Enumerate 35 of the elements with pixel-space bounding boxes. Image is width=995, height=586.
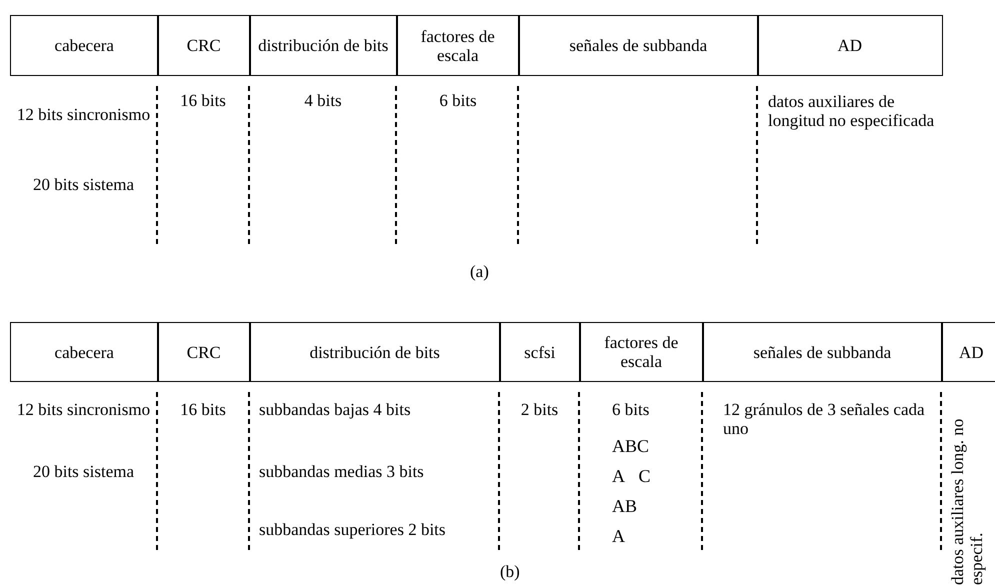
field-description: 4 bits — [303, 91, 343, 110]
field-description: datos auxiliares de longitud no especificada — [768, 92, 936, 130]
field-header-cell: CRC — [157, 15, 250, 76]
field-header-cell: distribución de bits — [249, 15, 398, 76]
field-description: 6 bits — [438, 91, 478, 110]
field-description: 12 bits sincronismo — [16, 400, 152, 419]
field-header-cell: factores de escala — [396, 15, 520, 76]
field-description: 20 bits sistema — [32, 462, 136, 481]
field-description: 12 gránulos de 3 señales cada uno — [723, 400, 926, 438]
field-header-cell: señales de subbanda — [518, 15, 758, 76]
field-description: ABC — [612, 437, 650, 456]
field-description: 16 bits — [179, 91, 227, 110]
field-description: 2 bits — [520, 400, 560, 419]
field-description: A C — [612, 467, 651, 486]
field-description: datos auxiliares long. no especif. — [948, 418, 987, 585]
field-description: 20 bits sistema — [32, 175, 136, 194]
field-header-cell: AD — [757, 15, 942, 76]
field-description: subbandas medias 3 bits — [259, 462, 425, 481]
field-header-cell: factores de escala — [579, 322, 704, 382]
field-header-cell: CRC — [157, 322, 250, 382]
field-header-cell: cabecera — [10, 15, 158, 76]
field-header-cell: AD — [941, 322, 995, 382]
field-description: subbandas bajas 4 bits — [259, 400, 412, 419]
field-description: 6 bits — [612, 400, 650, 419]
subfigure-caption: (b) — [500, 562, 520, 581]
field-description: subbandas superiores 2 bits — [259, 520, 447, 539]
field-header-cell: señales de subbanda — [702, 322, 942, 382]
subfigure-caption: (a) — [470, 262, 489, 281]
field-description: AB — [612, 497, 638, 516]
field-header-cell: scfsi — [499, 322, 580, 382]
field-description: A — [612, 527, 625, 546]
field-header-cell: cabecera — [10, 322, 158, 382]
field-description: 16 bits — [179, 400, 227, 419]
field-header-cell: distribución de bits — [249, 322, 500, 382]
field-description: 12 bits sincronismo — [16, 105, 152, 124]
